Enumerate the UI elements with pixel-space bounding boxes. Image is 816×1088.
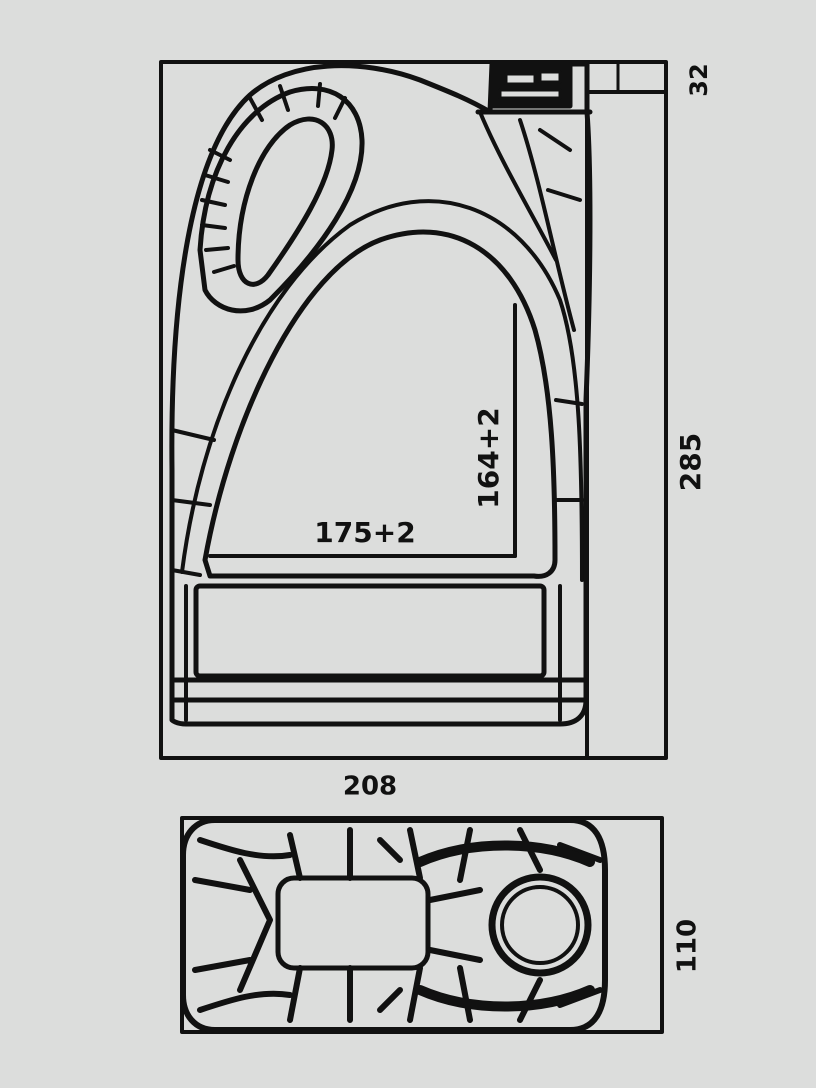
dim-cap-height: 32 — [685, 63, 713, 96]
dim-depth: 110 — [673, 919, 703, 973]
dim-width: 208 — [343, 772, 397, 802]
spout-opening — [488, 873, 592, 977]
handle — [197, 86, 365, 314]
dim-label-width: 175+2 — [314, 516, 415, 549]
base-band — [193, 583, 547, 679]
handle-hole — [235, 116, 335, 287]
jug-outline — [169, 61, 593, 727]
side-view — [159, 60, 668, 760]
label-panel — [202, 229, 558, 579]
top-view-body — [180, 817, 608, 1033]
dim-label-height: 164+2 — [472, 407, 505, 508]
top-view — [180, 816, 664, 1034]
dim-total-height: 285 — [674, 433, 707, 491]
side-view-outer-frame — [159, 60, 668, 760]
